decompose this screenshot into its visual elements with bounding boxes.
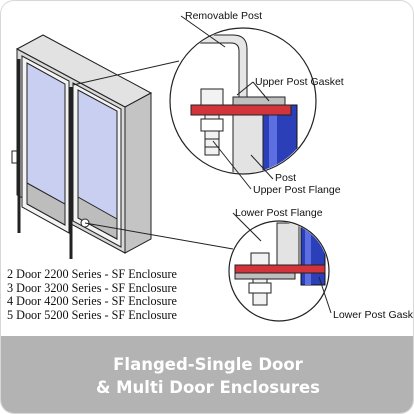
enclosure-diagram: Removable Post Upper Post Gasket Post Up… (11, 10, 414, 322)
caption-bar[interactable]: Flanged-Single Door & Multi Door Enclosu… (1, 336, 413, 413)
callout-removable-post: Removable Post (185, 10, 262, 22)
series-item: 4 Door 4200 Series - SF Enclosure (7, 294, 177, 308)
callout-post: Post (275, 172, 296, 184)
caption-line-2: & Multi Door Enclosures (96, 377, 320, 397)
series-list: 2 Door 2200 Series - SF Enclosure 3 Door… (7, 267, 237, 322)
lower-detail-circle (228, 220, 330, 322)
callout-upper-post-flange: Upper Post Flange (253, 184, 341, 196)
callout-lower-post-flange: Lower Post Flange (235, 207, 323, 219)
caption-line-1: Flanged-Single Door (113, 354, 303, 374)
upper-detail-circle (169, 27, 317, 175)
callout-lower-post-gasket: Lower Post Gask (333, 309, 414, 321)
enclosure-illustration (11, 34, 153, 259)
series-item: 2 Door 2200 Series - SF Enclosure (7, 267, 177, 281)
series-item: 3 Door 3200 Series - SF Enclosure (7, 280, 177, 295)
callout-upper-post-gasket: Upper Post Gasket (255, 76, 344, 88)
series-item: 5 Door 5200 Series - SF Enclosure (7, 307, 177, 322)
